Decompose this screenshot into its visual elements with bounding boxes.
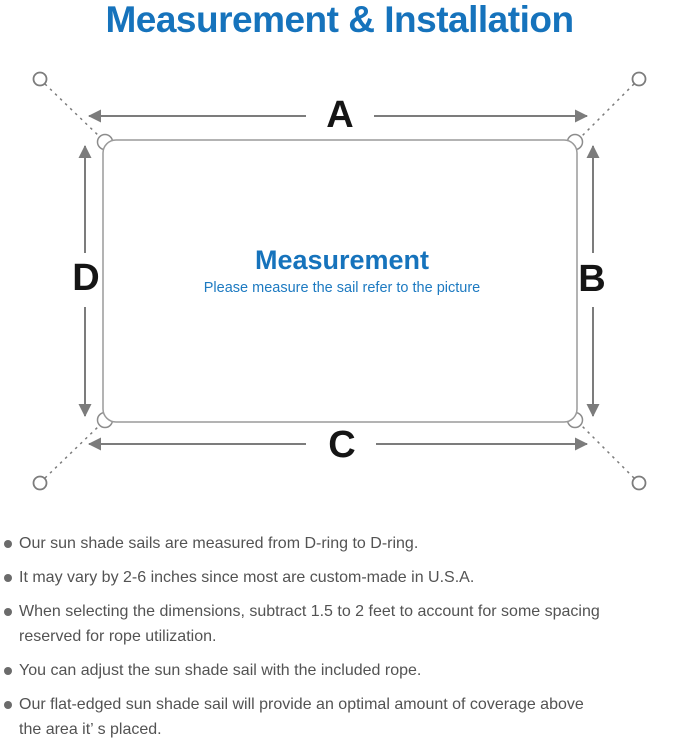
page-title: Measurement & Installation bbox=[105, 0, 574, 40]
notes-list: Our sun shade sails are measured from D-… bbox=[0, 531, 679, 751]
anchor-point-icon-top-left bbox=[32, 71, 48, 87]
anchor-point-icon-top-right bbox=[631, 71, 647, 87]
note-text: Our sun shade sails are measured from D-… bbox=[19, 535, 419, 552]
note-item: When selecting the dimensions, subtract … bbox=[0, 599, 673, 649]
note-item: It may vary by 2-6 inches since most are… bbox=[0, 565, 673, 590]
diagram-heading: Measurement bbox=[255, 245, 429, 275]
bullet-icon bbox=[4, 700, 12, 709]
anchor-point-icon-bottom-right bbox=[631, 475, 647, 491]
note-item: Our sun shade sails are measured from D-… bbox=[0, 531, 673, 556]
bullet-icon bbox=[4, 539, 12, 548]
diagram-subtitle: Please measure the sail refer to the pic… bbox=[204, 280, 480, 296]
side-label-b: B bbox=[578, 258, 605, 300]
bullet-icon bbox=[4, 666, 12, 675]
note-text: When selecting the dimensions, subtract … bbox=[19, 603, 600, 645]
shade-sail bbox=[102, 139, 578, 423]
note-text: You can adjust the sun shade sail with t… bbox=[19, 662, 422, 679]
rope-lines bbox=[44, 83, 635, 479]
note-item: Our flat-edged sun shade sail will provi… bbox=[0, 692, 673, 742]
rope-line-top-left bbox=[44, 83, 102, 139]
note-text: It may vary by 2-6 inches since most are… bbox=[19, 569, 475, 586]
measure-arrows bbox=[78, 109, 600, 451]
note-text: Our flat-edged sun shade sail will provi… bbox=[19, 696, 584, 738]
rope-line-bottom-left bbox=[44, 423, 102, 479]
bullet-icon bbox=[4, 607, 12, 616]
side-label-c: C bbox=[328, 424, 355, 466]
side-label-a: A bbox=[326, 94, 353, 136]
side-label-d: D bbox=[72, 257, 99, 299]
rope-line-bottom-right bbox=[579, 423, 635, 479]
note-item: You can adjust the sun shade sail with t… bbox=[0, 658, 673, 683]
anchor-points bbox=[32, 71, 647, 491]
rope-line-top-right bbox=[579, 83, 635, 139]
anchor-point-icon-bottom-left bbox=[32, 475, 48, 491]
bullet-icon bbox=[4, 573, 12, 582]
measurement-diagram: A B C D Measurement Please measure the s… bbox=[32, 71, 647, 491]
